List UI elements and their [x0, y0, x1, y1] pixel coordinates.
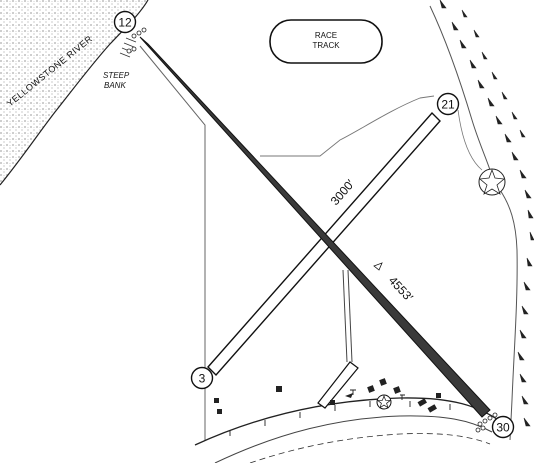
- highway-curve: [194, 397, 506, 446]
- runway-end-21: 21: [436, 92, 460, 116]
- svg-text:12: 12: [118, 16, 132, 30]
- svg-text:21: 21: [441, 98, 455, 112]
- hangar-buildings: [214, 378, 441, 414]
- runway-12-30: [139, 36, 491, 418]
- central-access-road-2: [342, 269, 348, 363]
- svg-text:3: 3: [199, 372, 206, 386]
- rotating-beacon-symbol: [478, 168, 506, 196]
- west-access-road: [139, 45, 206, 440]
- north-connector-road: [260, 95, 435, 157]
- highway-ties: [229, 401, 451, 436]
- runway-end-3: 3: [190, 366, 214, 390]
- runway-end-30: 30: [491, 415, 515, 439]
- race-track-outline: [269, 19, 383, 64]
- central-access-road: [347, 269, 353, 363]
- airport-beacon-star: [376, 394, 392, 410]
- apron-area: [317, 361, 359, 409]
- wind-indicator: [373, 262, 383, 271]
- race-track-label-2: TRACK: [312, 41, 340, 50]
- runway-12-30-length: 4553′: [386, 273, 416, 304]
- steep-bank-hatching: [119, 37, 137, 58]
- svg-text:30: 30: [496, 421, 510, 435]
- perimeter-road-east: [429, 5, 518, 441]
- race-track-label: RACE: [315, 31, 337, 40]
- perimeter-road-east-inner: [457, 109, 483, 171]
- runway-end-lights: [126, 27, 498, 433]
- steep-bank-label-2: BANK: [104, 81, 126, 90]
- railroad-curve: [249, 433, 491, 463]
- river-water-area: [0, 0, 148, 185]
- small-t-markers: [350, 389, 405, 400]
- runway-3-21: [207, 111, 441, 377]
- highway-curve-2: [214, 415, 493, 463]
- tree-line: [439, 0, 534, 427]
- steep-bank-label: STEEP: [103, 71, 130, 80]
- runway-end-12: 12: [113, 10, 137, 34]
